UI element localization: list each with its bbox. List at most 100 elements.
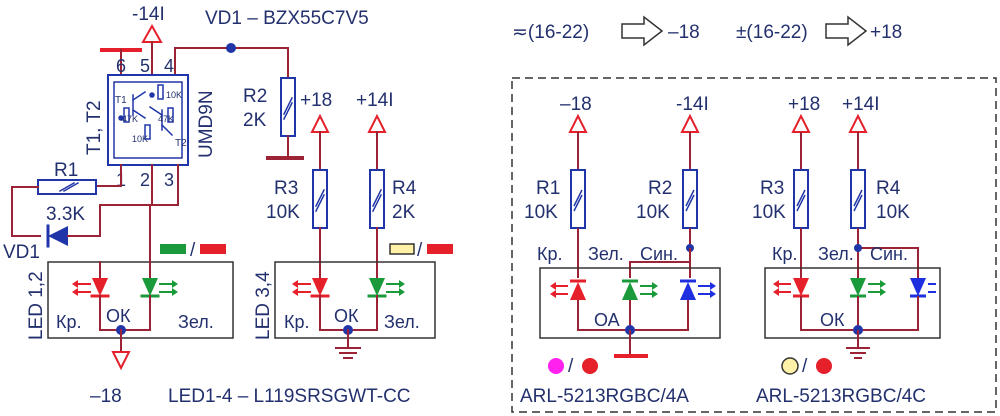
- r4-label: R4: [392, 178, 417, 199]
- pin6-label: 6: [116, 56, 126, 76]
- rc-r4-label: R4: [876, 178, 901, 199]
- rb-arrow-minus14: [680, 113, 700, 133]
- conv2-arrow: [825, 15, 868, 47]
- rc-slash: /: [802, 356, 808, 377]
- rb-marker-magenta: [548, 358, 564, 374]
- rb-label-minus14: -14I: [676, 94, 709, 115]
- led34-ok: ОК: [334, 306, 359, 326]
- supply-arrow-minus14: [141, 23, 163, 76]
- rc-led-box: [764, 267, 941, 339]
- rc-sin: Син.: [870, 244, 908, 264]
- ground-symbol-led34: [335, 347, 361, 359]
- arrow-minus18-bottom: [111, 351, 131, 371]
- rb-r2-label: R2: [648, 178, 672, 199]
- rb-oa: ОА: [594, 310, 620, 330]
- transistor-package: [107, 74, 189, 166]
- r47k-a-label: 47K: [122, 114, 138, 124]
- rb-red-diode: [550, 279, 586, 300]
- rc-zel: Зел.: [818, 244, 854, 264]
- inner-transistors: [113, 81, 183, 159]
- rc-blue-diode: [910, 278, 936, 298]
- rb-marker-red: [582, 358, 598, 374]
- rc-r3-value: 10K: [752, 202, 786, 223]
- conv1-arrow: [621, 15, 664, 47]
- r10k-b-label: 10K: [166, 90, 182, 100]
- rc-marker-red: [816, 358, 832, 374]
- vd1-zener: [46, 224, 101, 248]
- umd9n-label: UMD9N: [196, 90, 217, 158]
- marker-red-a: [200, 244, 226, 254]
- pin2-label: 2: [140, 170, 150, 190]
- label-plus14: +14I: [356, 90, 394, 111]
- r3-label: R3: [274, 178, 298, 199]
- rgb-common-cathode-circuit: +18 +14I R3 10K R4 10K Кр. Зел. Син.: [752, 94, 941, 407]
- label-led-part: LED1-4 – L119SRSGWT-CC: [168, 386, 411, 407]
- rc-part-label: ARL-5213RGBC/4C: [756, 386, 926, 407]
- led34-label: LED 3,4: [253, 271, 274, 340]
- led12-red-diode: [72, 278, 110, 298]
- conversion-notes: ≂(16-22) –18 ±(16-22) +18: [512, 15, 902, 47]
- led34-zel: Зел.: [384, 312, 420, 332]
- marker-red-b: [427, 244, 453, 254]
- slash-b: /: [417, 240, 423, 261]
- pin5-label: 5: [140, 56, 150, 76]
- r1-label: R1: [54, 160, 78, 181]
- led12-kr: Кр.: [56, 312, 82, 332]
- rb-label-minus18: –18: [560, 94, 592, 115]
- vd1-label: VD1: [3, 242, 40, 263]
- rb-sin: Син.: [640, 244, 678, 264]
- pin3-label: 3: [164, 170, 174, 190]
- led12-box: [47, 261, 234, 339]
- pin4-label: 4: [164, 56, 174, 76]
- led34-kr: Кр.: [284, 312, 310, 332]
- slash-a: /: [190, 240, 196, 261]
- rc-green-diode: [850, 278, 886, 298]
- conv2-out: +18: [870, 22, 902, 43]
- rb-r2-value: 10K: [636, 202, 670, 223]
- rc-r3-label: R3: [760, 178, 784, 199]
- led12-ok: ОК: [106, 306, 131, 326]
- rgb-alternatives-box: [511, 77, 997, 413]
- marker-cream: [389, 243, 415, 255]
- rb-blue-diode: [680, 279, 716, 300]
- r3-value: 10K: [266, 202, 300, 223]
- rc-ok: ОК: [820, 310, 845, 330]
- led34-box: [274, 261, 436, 339]
- rc-node-r4: [854, 244, 862, 252]
- rb-green-diode: [622, 279, 658, 300]
- led34-green-diode: [367, 278, 405, 298]
- led12-zel: Зел.: [178, 312, 214, 332]
- t2-label: T2: [175, 138, 187, 149]
- rc-ground-symbol: [846, 347, 870, 359]
- r4-value: 2K: [392, 202, 416, 223]
- t1t2-label: T1, T2: [84, 100, 105, 155]
- conv1-prefix: ≂(16-22): [512, 22, 589, 43]
- led34-red-diode: [292, 278, 330, 298]
- rc-r4-value: 10K: [876, 202, 910, 223]
- rc-marker-cream: [781, 357, 799, 375]
- rgb-common-anode-circuit: –18 -14I R1 10K R2 10K Кр. Зел. Син.: [520, 94, 721, 407]
- rb-zel: Зел.: [588, 244, 624, 264]
- led12-label: LED 1,2: [26, 271, 47, 340]
- rc-label-plus18: +18: [788, 94, 820, 115]
- arrow-plus14: [367, 113, 387, 133]
- r2-value: 2K: [243, 110, 267, 131]
- conv1-out: –18: [668, 22, 700, 43]
- label-plus18: +18: [300, 90, 332, 111]
- conv2-prefix: ±(16-22): [736, 22, 808, 43]
- rc-red-diode: [773, 278, 809, 298]
- rb-slash: /: [568, 356, 574, 377]
- rb-r1-value: 10K: [524, 202, 558, 223]
- rb-kr: Кр.: [537, 244, 563, 264]
- t1-label: T1: [115, 95, 127, 106]
- rc-arrow-plus18: [791, 113, 811, 133]
- label-minus18-bottom: –18: [90, 386, 122, 407]
- rc-kr: Кр.: [772, 244, 798, 264]
- rb-arrow-minus18: [568, 113, 588, 133]
- r47k-b-label: 47K: [158, 114, 174, 124]
- led12-green-diode: [140, 278, 178, 298]
- label-top-minus14: -14I: [132, 4, 165, 25]
- rc-label-plus14: +14I: [842, 94, 880, 115]
- rb-r1-label: R1: [536, 178, 560, 199]
